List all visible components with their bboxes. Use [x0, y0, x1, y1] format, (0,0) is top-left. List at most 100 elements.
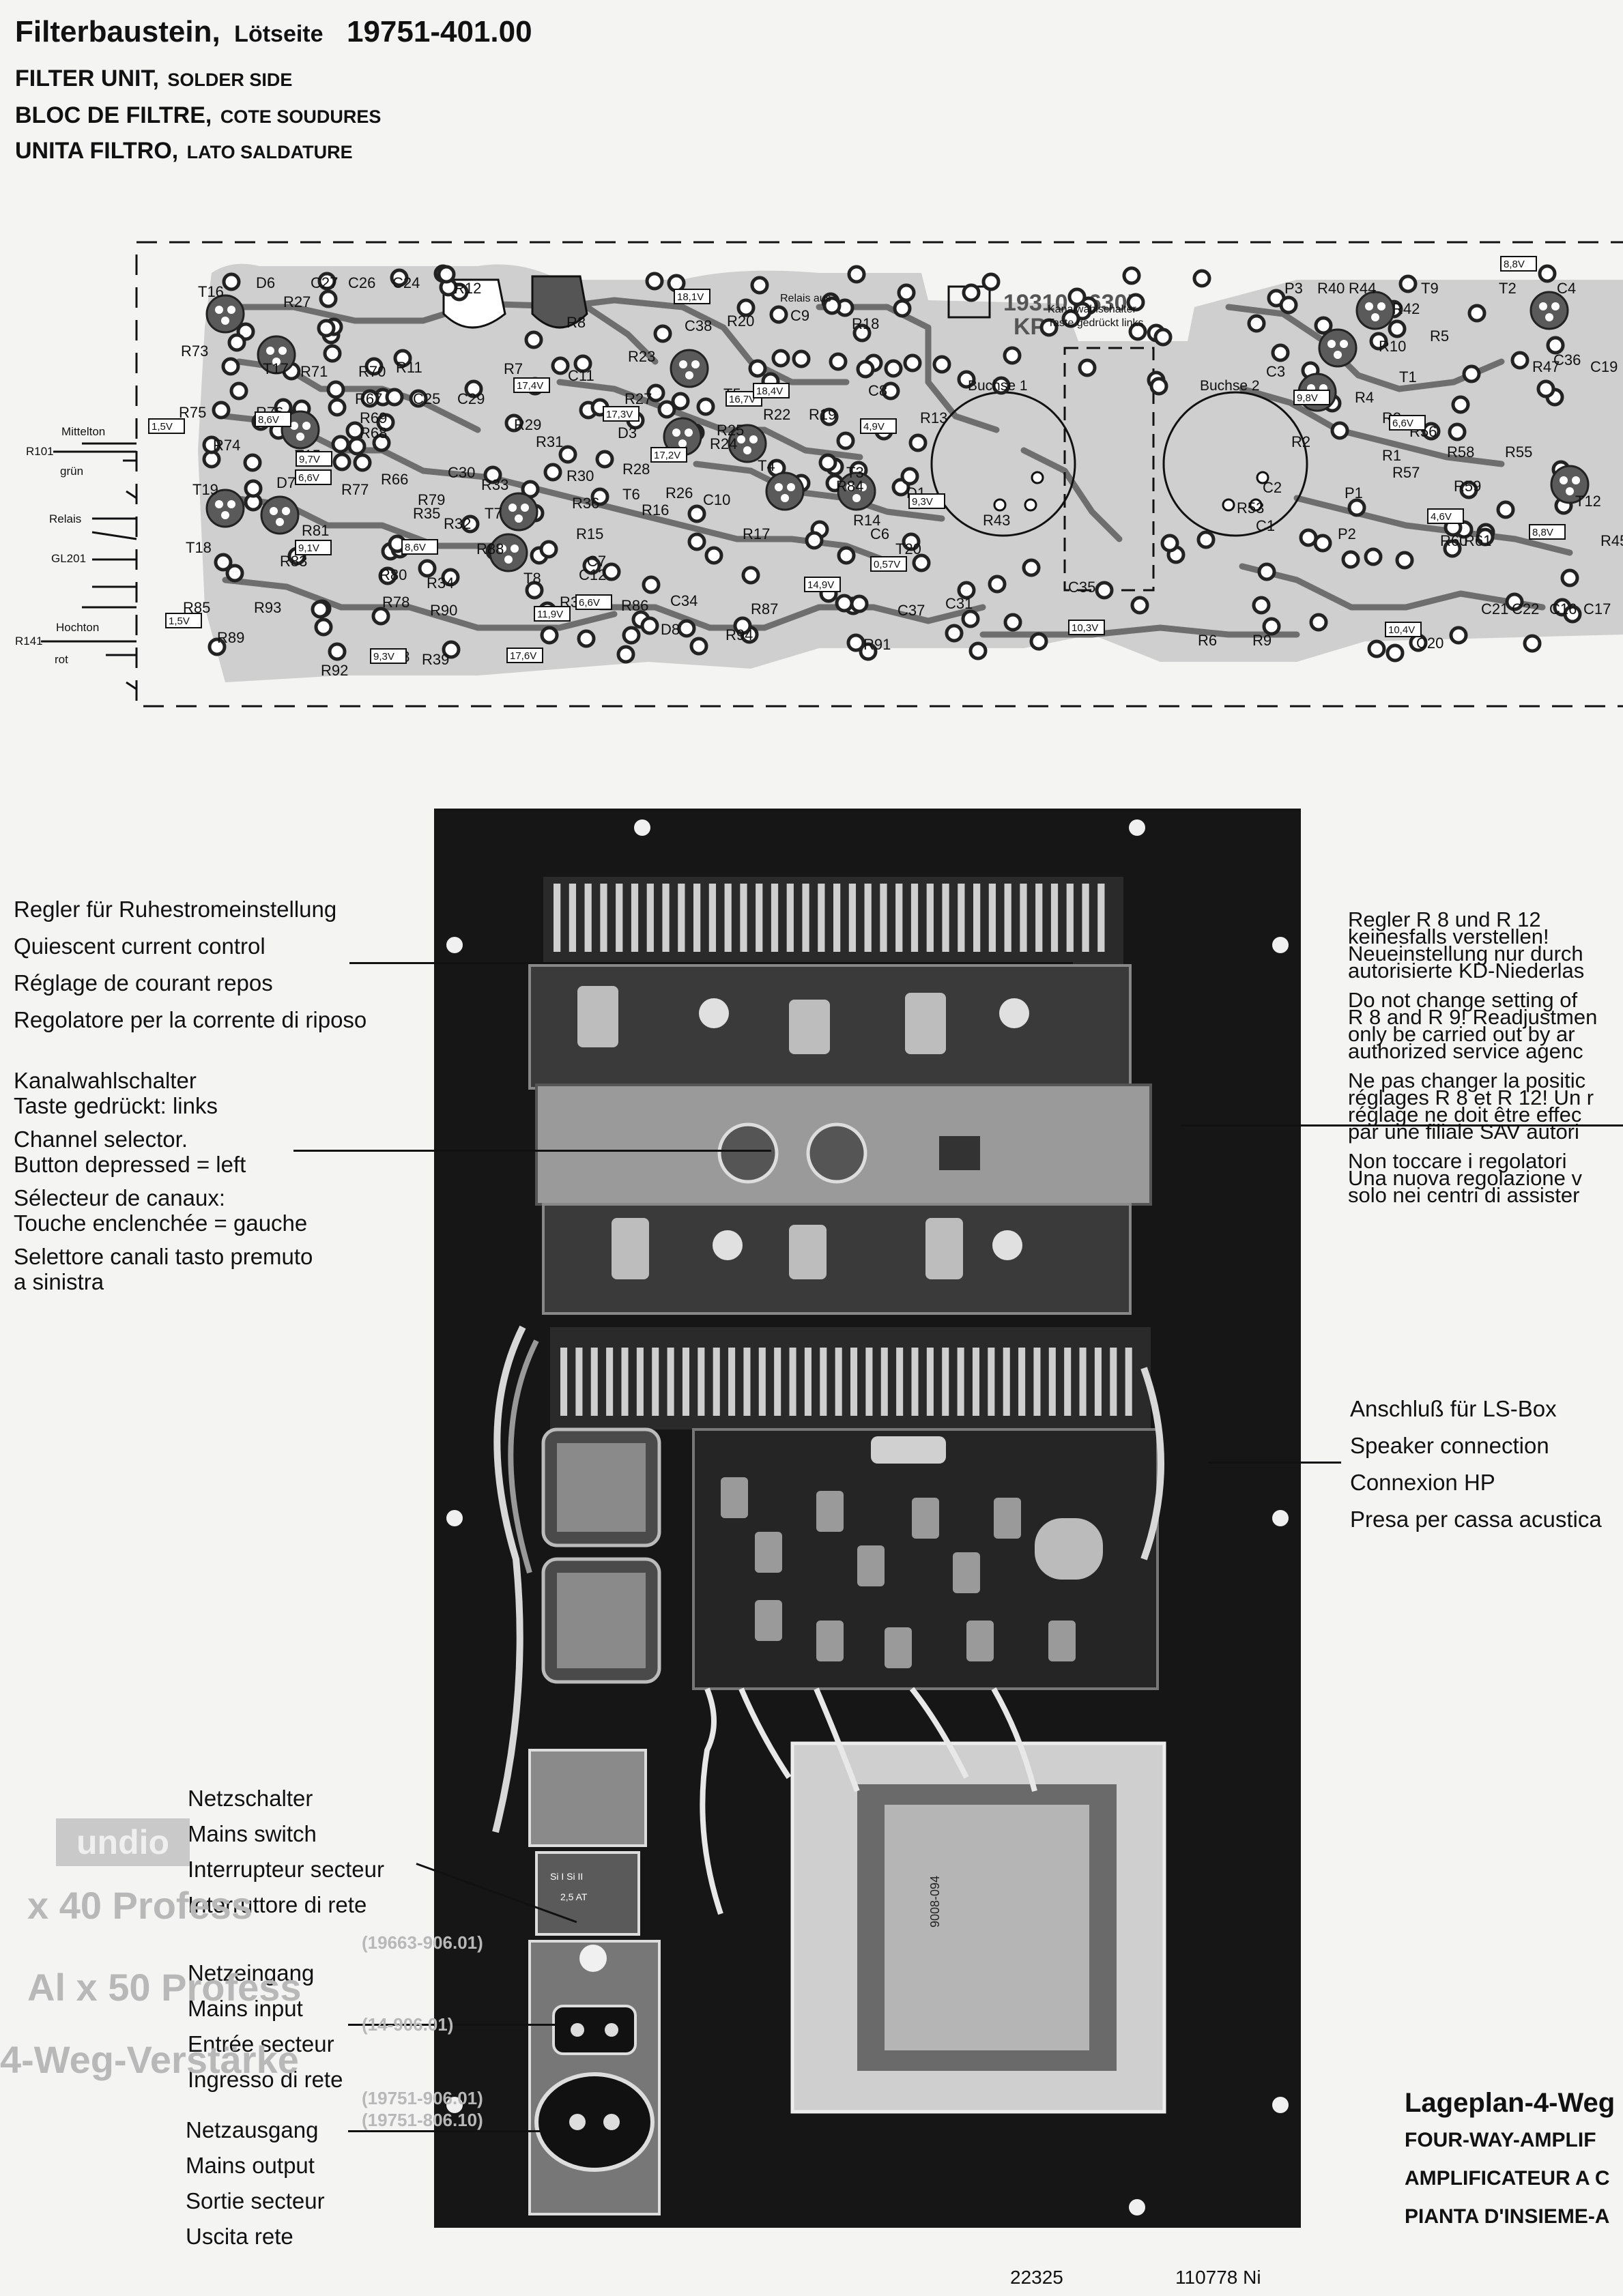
svg-text:9,3V: 9,3V	[373, 651, 394, 663]
top-heatsink	[543, 877, 1123, 965]
component-label: R1	[1382, 447, 1401, 464]
component-label: R6	[1198, 632, 1217, 649]
voltage-box: 9,3V	[908, 493, 945, 509]
component-label: R87	[751, 600, 778, 617]
svg-text:14,9V: 14,9V	[807, 579, 834, 591]
component-label: T12	[1575, 493, 1601, 510]
left-wiring: Mittelton R101 grün Relais GL201 Hochton…	[15, 425, 105, 666]
svg-text:1,5V: 1,5V	[169, 615, 190, 627]
svg-text:9,3V: 9,3V	[912, 496, 933, 508]
component-label: R20	[727, 313, 754, 330]
transistor-icon	[489, 533, 528, 572]
component-label: P2	[1338, 525, 1356, 542]
component-label: C4	[1557, 280, 1576, 297]
svg-text:8,8V: 8,8V	[1532, 527, 1553, 538]
component-label: R71	[300, 363, 328, 380]
svg-text:4,9V: 4,9V	[863, 421, 885, 433]
ghost-brand: undio	[56, 1818, 190, 1866]
component-label: R23	[628, 348, 655, 365]
leader-mains-output	[348, 2130, 566, 2132]
component-label: R27	[624, 390, 652, 407]
resistor-ceramic	[871, 1436, 946, 1464]
svg-text:6,6V: 6,6V	[579, 597, 600, 609]
svg-text:2,5 AT: 2,5 AT	[560, 1891, 588, 1902]
voltage-box: 4,6V	[1427, 508, 1464, 524]
component-label: R78	[382, 594, 410, 611]
selector-button	[939, 1136, 980, 1170]
voltage-labels: 18,1V17,4V16,7V18,4V1,5V8,6V9,7V6,6V17,3…	[148, 256, 1566, 664]
component-label: R57	[1392, 464, 1420, 481]
component-label: C36	[1553, 351, 1581, 368]
kanal-label-2: Taste gedrückt links	[1048, 317, 1144, 329]
mains-input-socket	[552, 2005, 637, 2055]
voltage-box: 8,6V	[401, 539, 438, 555]
component-label: R79	[418, 491, 445, 508]
component-label: R15	[576, 525, 603, 542]
transistor-icon	[1550, 465, 1590, 504]
component-label: C30	[448, 464, 475, 481]
component-label: R67	[355, 390, 382, 407]
component-label: C37	[897, 602, 925, 619]
ghost-text-1: x 40 Profess	[27, 1884, 253, 1927]
kanal-label-1: Kanalwahlschalter	[1048, 304, 1137, 315]
caption-mains-input: Netzeingang Mains input Entrée secteur I…	[188, 1960, 343, 2092]
fuse-holder: Si I Si II 2,5 AT	[528, 1749, 647, 1936]
component-label: R36	[572, 495, 599, 512]
solder-pads	[202, 264, 1589, 664]
svg-text:8,6V: 8,6V	[405, 542, 426, 553]
component-label: R42	[1392, 300, 1420, 317]
din-socket-2	[806, 1122, 867, 1184]
mains-switch-knob	[579, 1945, 607, 1972]
component-label: C20	[1416, 635, 1444, 652]
transformer-wires	[700, 1687, 1037, 1915]
ghost-text-3: Al x 50 Profess	[27, 1966, 302, 2009]
footer-code-2: 110778 Ni	[1175, 2267, 1261, 2288]
component-label: T9	[1421, 280, 1439, 297]
voltage-box: 1,5V	[165, 613, 202, 628]
svg-text:18,4V: 18,4V	[756, 386, 783, 397]
svg-text:6,6V: 6,6V	[298, 472, 319, 484]
component-label: R14	[853, 512, 880, 529]
component-label: R25	[717, 422, 744, 439]
label-mittelton: Mittelton	[61, 425, 105, 438]
label-r101: R101	[26, 445, 54, 458]
component-label: R40	[1317, 280, 1345, 297]
component-label: R30	[566, 467, 594, 484]
voltage-box: 10,3V	[1068, 620, 1105, 635]
component-label: R29	[514, 416, 541, 433]
leader-speaker	[1208, 1462, 1341, 1464]
component-label: R43	[983, 512, 1010, 529]
component-label: C22	[1512, 600, 1539, 617]
svg-text:8,8V: 8,8V	[1504, 259, 1525, 270]
component-label: C25	[413, 390, 440, 407]
transistor-icon	[499, 492, 538, 532]
component-label: R31	[536, 433, 563, 450]
voltage-box: 17,3V	[603, 406, 640, 422]
caption-mains-switch: Netzschalter Mains switch Interrupteur s…	[188, 1786, 384, 1917]
voltage-box: 9,8V	[1293, 390, 1330, 405]
voltage-box: 17,2V	[650, 447, 687, 463]
svg-text:8,6V: 8,6V	[258, 414, 279, 426]
component-label: C21	[1481, 600, 1508, 617]
component-label: R84	[836, 478, 863, 495]
label-gruen: grün	[60, 465, 83, 478]
component-label: C1	[1256, 517, 1275, 534]
transistor-icon	[1529, 291, 1569, 330]
label-rot: rot	[55, 653, 68, 666]
component-label: R94	[726, 626, 753, 643]
voltage-box: 8,8V	[1500, 256, 1537, 272]
inductor	[1035, 1518, 1103, 1580]
component-label: R27	[283, 293, 311, 310]
component-label: C10	[703, 491, 730, 508]
component-label: T1	[1399, 368, 1417, 386]
voltage-box: 18,4V	[753, 383, 790, 398]
left-connectors	[41, 442, 137, 691]
component-label: R55	[1505, 444, 1532, 461]
transistor-icon	[663, 417, 702, 456]
layout-title-de: Lageplan-4-Weg	[1405, 2088, 1615, 2118]
component-label: C34	[670, 592, 698, 609]
svg-text:17,2V: 17,2V	[654, 450, 680, 461]
svg-text:0,57V: 0,57V	[874, 559, 900, 570]
leader-mains-input	[348, 2024, 566, 2026]
